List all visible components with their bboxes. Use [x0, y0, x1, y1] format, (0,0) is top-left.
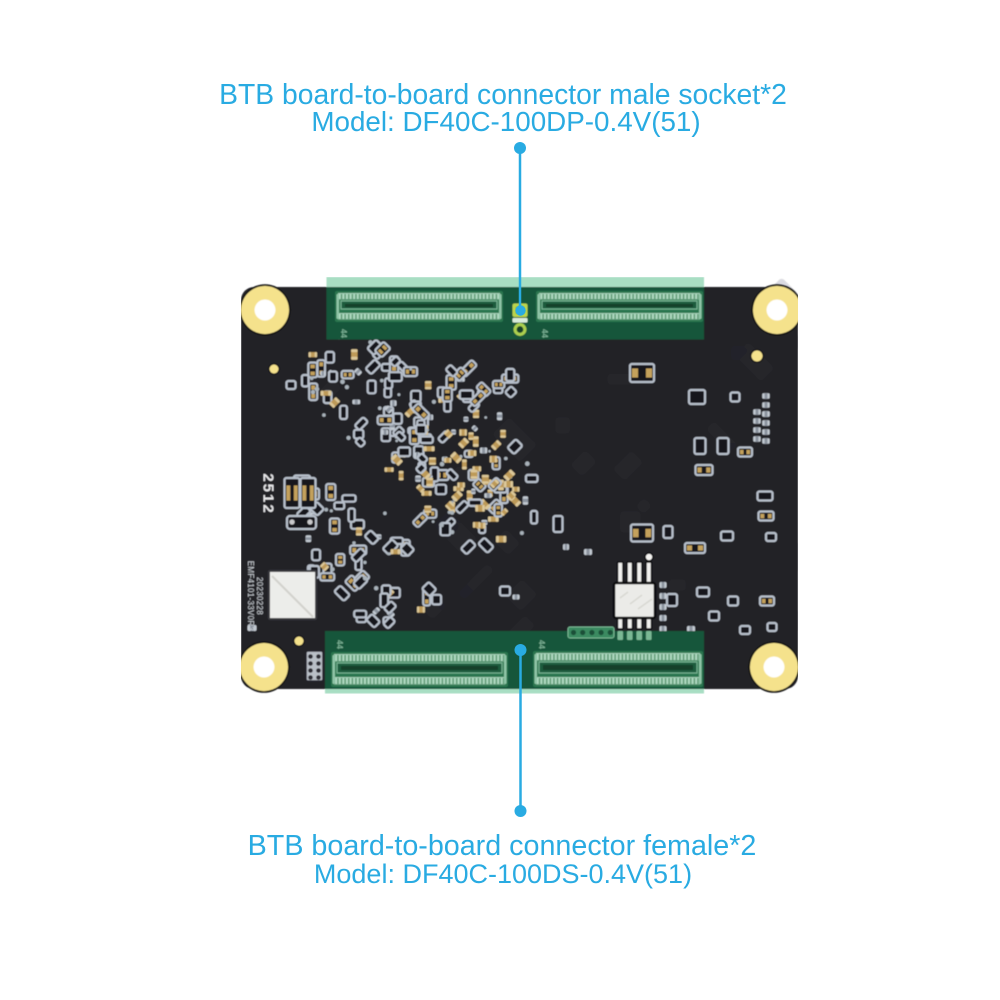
svg-text:44: 44: [339, 329, 348, 338]
svg-text:44: 44: [335, 640, 344, 649]
svg-text:44: 44: [540, 329, 549, 338]
svg-text:44: 44: [537, 640, 546, 649]
svg-text:EMF4101-33V0R3: EMF4101-33V0R3: [246, 561, 255, 632]
svg-text:2512: 2512: [260, 473, 277, 514]
svg-text:20230228: 20230228: [255, 577, 264, 615]
